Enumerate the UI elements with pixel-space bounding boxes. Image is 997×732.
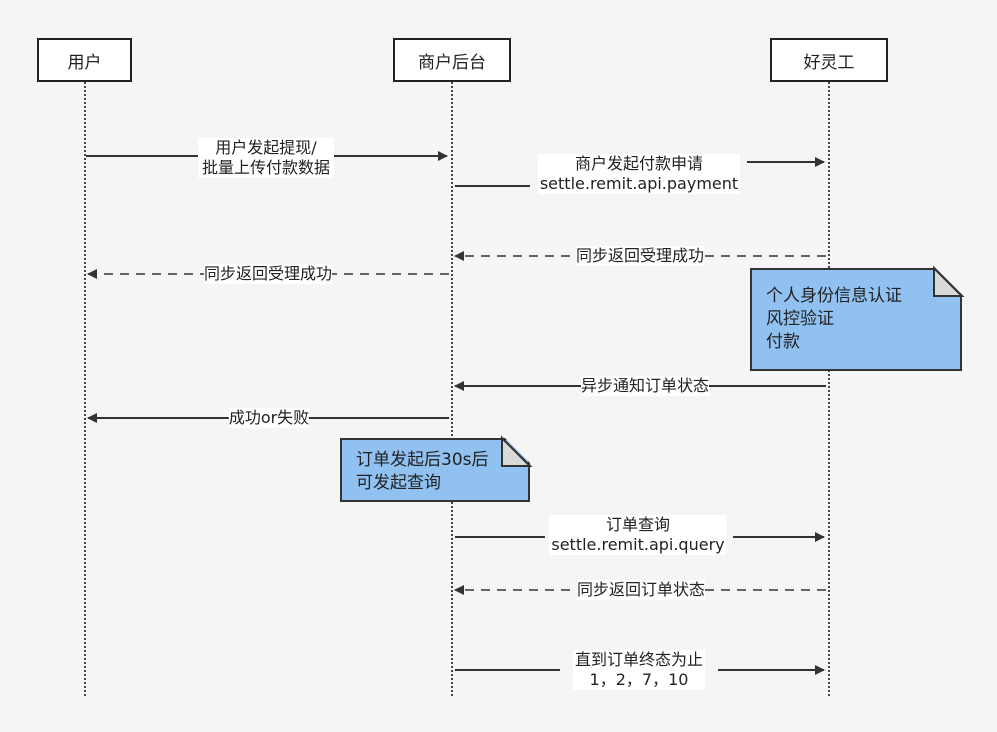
label-withdraw: 用户发起提现/ 批量上传付款数据 [197, 138, 335, 178]
actor-user: 用户 [37, 38, 132, 82]
label-order-status: 同步返回订单状态 [576, 580, 706, 600]
label-until-final: 直到订单终态为止 1，2，7，10 [572, 650, 706, 690]
lifeline-platform [828, 82, 830, 696]
label-platform-ack: 同步返回受理成功 [575, 246, 705, 266]
label-result: 成功or失败 [228, 408, 310, 428]
actor-platform: 好灵工 [770, 38, 888, 82]
label-merchant-ack: 同步返回受理成功 [203, 264, 333, 284]
note-platform-checks: 个人身份信息认证 风控验证 付款 [750, 268, 962, 371]
label-async-notify: 异步通知订单状态 [580, 376, 710, 396]
lifeline-merchant [451, 82, 453, 696]
label-order-query: 订单查询 settle.remit.api.query [549, 515, 727, 555]
lifeline-user [84, 82, 86, 696]
label-payment-request: 商户发起付款申请 settle.remit.api.payment [537, 154, 741, 194]
note-merchant-query-delay: 订单发起后30s后 可发起查询 [340, 438, 530, 502]
actor-merchant: 商户后台 [393, 38, 511, 82]
